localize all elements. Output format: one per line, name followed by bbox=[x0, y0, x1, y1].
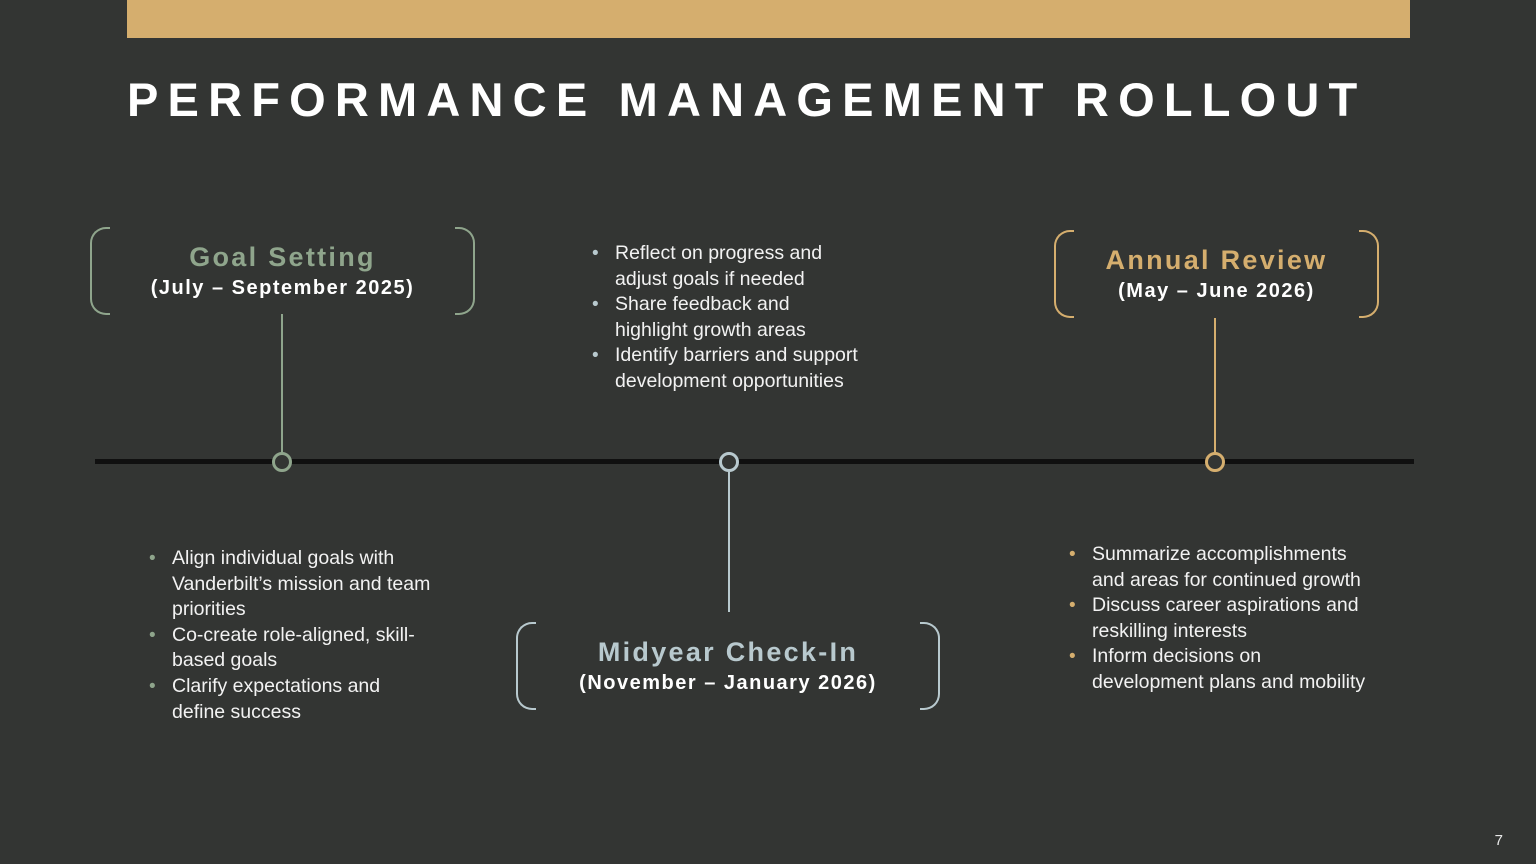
connector-midyear-check-in bbox=[728, 472, 730, 612]
bracket-left-icon bbox=[1054, 230, 1074, 318]
milestone-label-annual-review: Annual Review (May – June 2026) bbox=[1054, 230, 1379, 318]
milestone-name-midyear-check-in: Midyear Check-In bbox=[597, 637, 859, 667]
list-item: • Clarify expectations and define succes… bbox=[146, 674, 431, 725]
milestone-period-goal-setting: (July – September 2025) bbox=[150, 277, 415, 299]
list-item-text: Align individual goals with Vanderbilt’s… bbox=[172, 547, 431, 621]
list-item-text: Summarize accomplishments and areas for … bbox=[1092, 543, 1361, 591]
list-item: • Co-create role-aligned, skill-based go… bbox=[146, 623, 431, 674]
list-item: • Identify barriers and support developm… bbox=[589, 343, 864, 394]
milestone-label-midyear-check-in: Midyear Check-In (November – January 202… bbox=[516, 622, 940, 710]
bullet-dot-icon: • bbox=[1069, 544, 1076, 565]
bracket-left-icon bbox=[90, 227, 110, 315]
bullet-dot-icon: • bbox=[1069, 595, 1076, 617]
page-number: 7 bbox=[1494, 832, 1503, 849]
page-title: PERFORMANCE MANAGEMENT ROLLOUT bbox=[127, 73, 1367, 126]
bullet-list-midyear-check-in: • Reflect on progress and adjust goals i… bbox=[589, 241, 864, 395]
milestone-period-annual-review: (May – June 2026) bbox=[1118, 280, 1315, 302]
bullet-list-annual-review: • Summarize accomplishments and areas fo… bbox=[1066, 542, 1371, 696]
bullet-dot-icon: • bbox=[149, 548, 156, 569]
list-item: • Inform decisions on development plans … bbox=[1066, 644, 1371, 695]
list-item: • Reflect on progress and adjust goals i… bbox=[589, 241, 864, 292]
timeline-axis bbox=[95, 459, 1414, 464]
list-item: • Summarize accomplishments and areas fo… bbox=[1066, 542, 1371, 593]
list-item-text: Reflect on progress and adjust goals if … bbox=[615, 242, 823, 290]
bullet-dot-icon: • bbox=[592, 294, 599, 316]
bullet-dot-icon: • bbox=[592, 243, 599, 264]
list-item-text: Inform decisions on development plans an… bbox=[1092, 645, 1366, 693]
list-item-text: Share feedback and highlight growth area… bbox=[615, 293, 806, 341]
milestone-name-goal-setting: Goal Setting bbox=[189, 242, 376, 272]
list-item-text: Co-create role-aligned, skill-based goal… bbox=[172, 623, 415, 672]
bracket-right-icon bbox=[920, 622, 940, 710]
milestone-label-goal-setting: Goal Setting (July – September 2025) bbox=[90, 227, 475, 315]
bullet-dot-icon: • bbox=[592, 345, 599, 367]
list-item-text: Identify barriers and support developmen… bbox=[615, 344, 858, 392]
bracket-right-icon bbox=[1359, 230, 1379, 318]
connector-goal-setting bbox=[281, 314, 283, 454]
top-accent-bar bbox=[127, 0, 1410, 38]
bullet-dot-icon: • bbox=[1069, 646, 1076, 668]
timeline-node-annual-review[interactable] bbox=[1205, 452, 1225, 472]
bullet-dot-icon: • bbox=[149, 624, 156, 646]
bullet-dot-icon: • bbox=[149, 675, 156, 697]
list-item: • Discuss career aspirations and reskill… bbox=[1066, 593, 1371, 644]
list-item: • Share feedback and highlight growth ar… bbox=[589, 292, 864, 343]
bracket-right-icon bbox=[455, 227, 475, 315]
milestone-name-annual-review: Annual Review bbox=[1105, 245, 1328, 275]
list-item-text: Clarify expectations and define success bbox=[172, 674, 381, 723]
bracket-left-icon bbox=[516, 622, 536, 710]
timeline-node-goal-setting[interactable] bbox=[272, 452, 292, 472]
bullet-list-goal-setting: • Align individual goals with Vanderbilt… bbox=[146, 546, 431, 725]
milestone-period-midyear-check-in: (November – January 2026) bbox=[579, 672, 877, 694]
list-item-text: Discuss career aspirations and reskillin… bbox=[1092, 594, 1359, 642]
connector-annual-review bbox=[1214, 318, 1216, 454]
list-item: • Align individual goals with Vanderbilt… bbox=[146, 546, 431, 623]
timeline-node-midyear-check-in[interactable] bbox=[719, 452, 739, 472]
